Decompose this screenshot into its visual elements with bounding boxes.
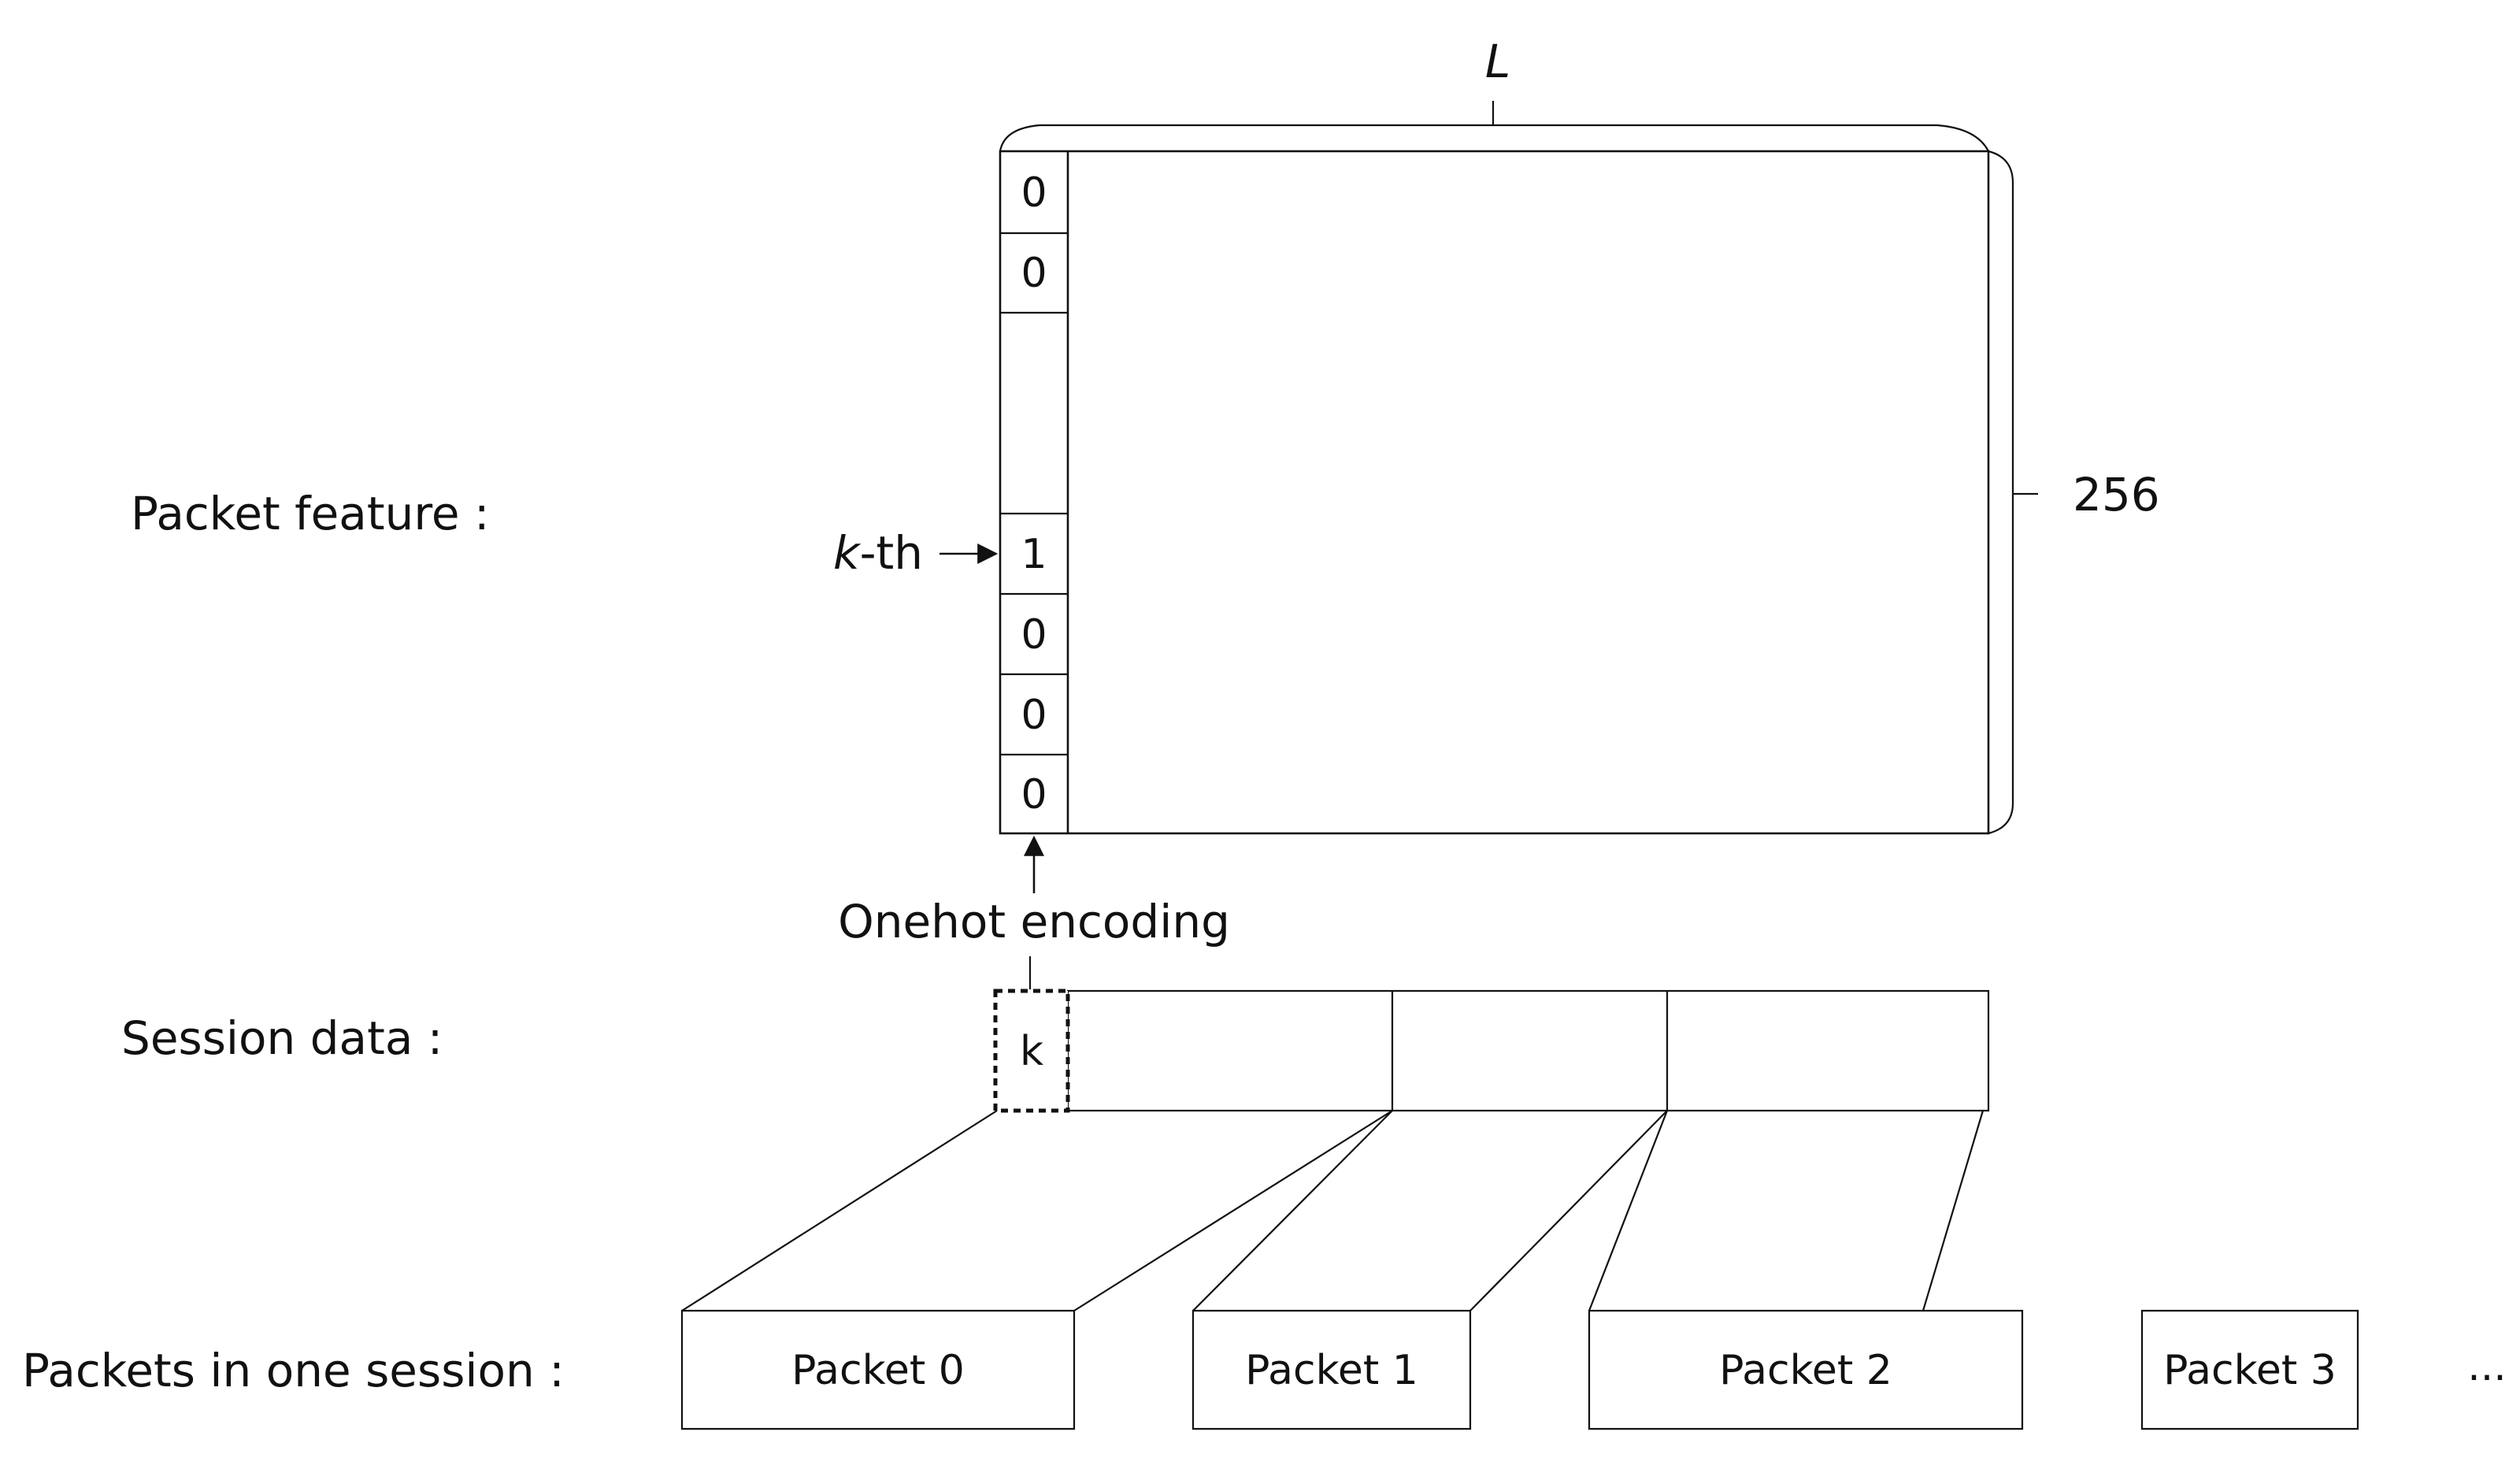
onehot-cell-0: 0 bbox=[1021, 169, 1047, 217]
onehot-cell-5: 0 bbox=[1021, 692, 1047, 739]
onehot-cell-3: 1 bbox=[1021, 531, 1047, 578]
packet-box-3: Packet 3 bbox=[2140, 1309, 2359, 1430]
packet-box-0: Packet 0 bbox=[680, 1309, 1076, 1430]
k-th-italic: k bbox=[833, 526, 862, 580]
session-data-k: k bbox=[1020, 1028, 1043, 1075]
packet-mapping-lines bbox=[681, 1110, 1984, 1311]
packets-ellipsis: ... bbox=[2467, 1343, 2507, 1390]
packet-feature-label: Packet feature : bbox=[131, 487, 490, 540]
packet-box-3-label: Packet 3 bbox=[2163, 1347, 2337, 1394]
k-th-label: k-th bbox=[833, 526, 923, 580]
session-data-highlight-cell bbox=[993, 989, 1070, 1113]
onehot-encoding-label: Onehot encoding bbox=[838, 895, 1230, 948]
onehot-cell-4: 0 bbox=[1021, 611, 1047, 659]
k-th-suffix: -th bbox=[860, 526, 923, 580]
onehot-cell-1: 0 bbox=[1021, 250, 1047, 297]
width-label: L bbox=[1485, 35, 1510, 88]
onehot-cell-6: 0 bbox=[1021, 771, 1047, 818]
session-data-label: Session data : bbox=[121, 1011, 443, 1065]
packet-box-2: Packet 2 bbox=[1588, 1309, 2024, 1430]
packet-box-1-label: Packet 1 bbox=[1245, 1347, 1418, 1394]
session-data-bar bbox=[993, 989, 1990, 1113]
packet-box-2-label: Packet 2 bbox=[1719, 1347, 1892, 1394]
packet-box-0-label: Packet 0 bbox=[791, 1347, 965, 1394]
height-label: 256 bbox=[2073, 468, 2160, 521]
feature-matrix bbox=[999, 101, 2038, 835]
packets-label: Packets in one session : bbox=[22, 1344, 565, 1397]
packet-box-1: Packet 1 bbox=[1191, 1309, 1472, 1430]
